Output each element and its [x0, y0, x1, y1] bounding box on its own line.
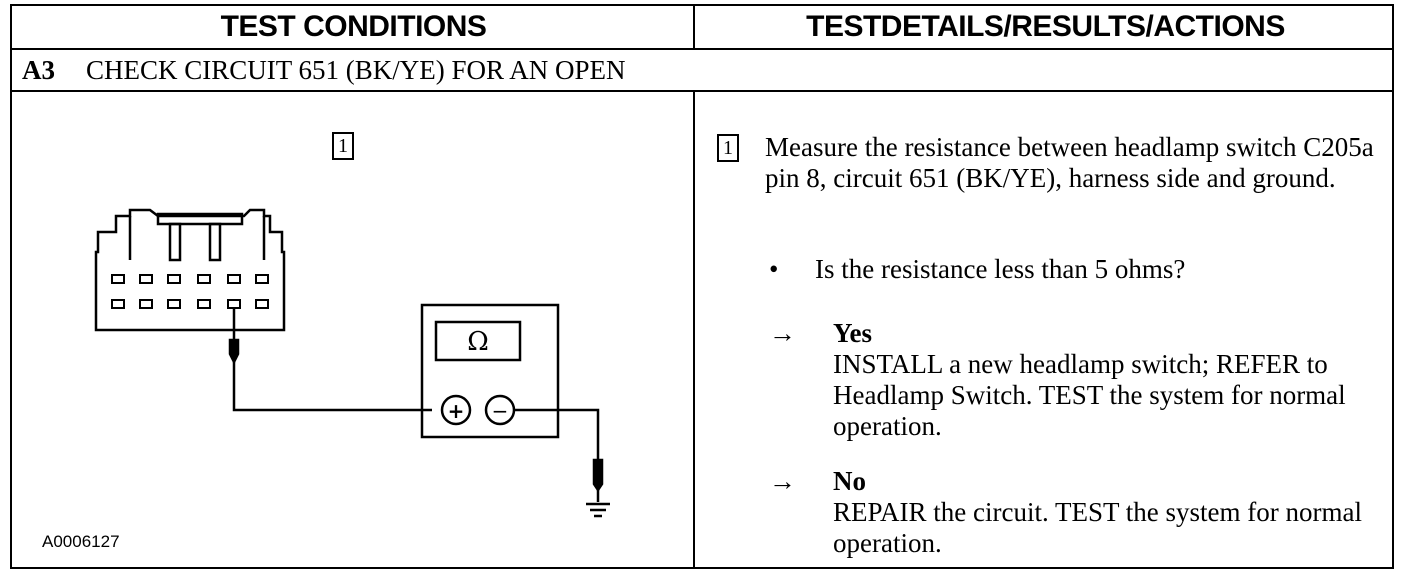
ohm-symbol: Ω: [467, 327, 489, 357]
answer-no: → No REPAIR the circuit. TEST the system…: [769, 466, 1393, 559]
positive-lead: [228, 308, 432, 412]
header-test-details: TESTDETAILS/RESULTS/ACTIONS: [806, 10, 1285, 43]
header-rule: [12, 48, 1392, 50]
step-title: CHECK CIRCUIT 651 (BK/YE) FOR AN OPEN: [86, 54, 626, 85]
details-callout: 1: [717, 134, 739, 162]
step-rule: [12, 90, 1392, 92]
ohmmeter: [420, 303, 560, 439]
test-diagram: 1: [12, 92, 695, 569]
bullet: •: [769, 254, 779, 284]
body-divider: [693, 92, 695, 567]
step-row: A3 CHECK CIRCUIT 651 (BK/YE) FOR AN OPEN: [12, 50, 1392, 90]
arrow-icon: →: [769, 466, 796, 496]
wiring-diagram: Ω + −: [94, 208, 610, 518]
arrow-icon: →: [769, 318, 796, 348]
connector-pins: [111, 274, 269, 309]
answer-yes-text: INSTALL a new headlamp switch; REFER to …: [833, 349, 1346, 441]
question-text: Is the resistance less than 5 ohms?: [815, 254, 1186, 284]
test-details: 1 Measure the resistance between headlam…: [697, 92, 1394, 569]
answer-yes: → Yes INSTALL a new headlamp switch; REF…: [769, 318, 1393, 442]
connector-c205a: [94, 208, 286, 332]
instruction-text: Measure the resistance between headlamp …: [765, 132, 1374, 193]
minus-terminal: −: [492, 399, 509, 423]
question-row: • Is the resistance less than 5 ohms?: [769, 254, 1185, 285]
answer-no-text: REPAIR the circuit. TEST the system for …: [833, 497, 1362, 558]
answer-yes-label: Yes: [833, 318, 872, 348]
header-test-conditions: TEST CONDITIONS: [220, 10, 487, 43]
negative-lead: [514, 408, 604, 502]
plus-terminal: +: [448, 399, 465, 423]
diagram-callout: 1: [332, 132, 354, 160]
header-divider: [693, 6, 695, 48]
step-id: A3: [22, 54, 55, 85]
test-table: TEST CONDITIONS TESTDETAILS/RESULTS/ACTI…: [10, 4, 1394, 569]
answer-no-label: No: [833, 466, 866, 496]
figure-id: A0006127: [42, 532, 120, 551]
ground-icon: [586, 502, 610, 518]
